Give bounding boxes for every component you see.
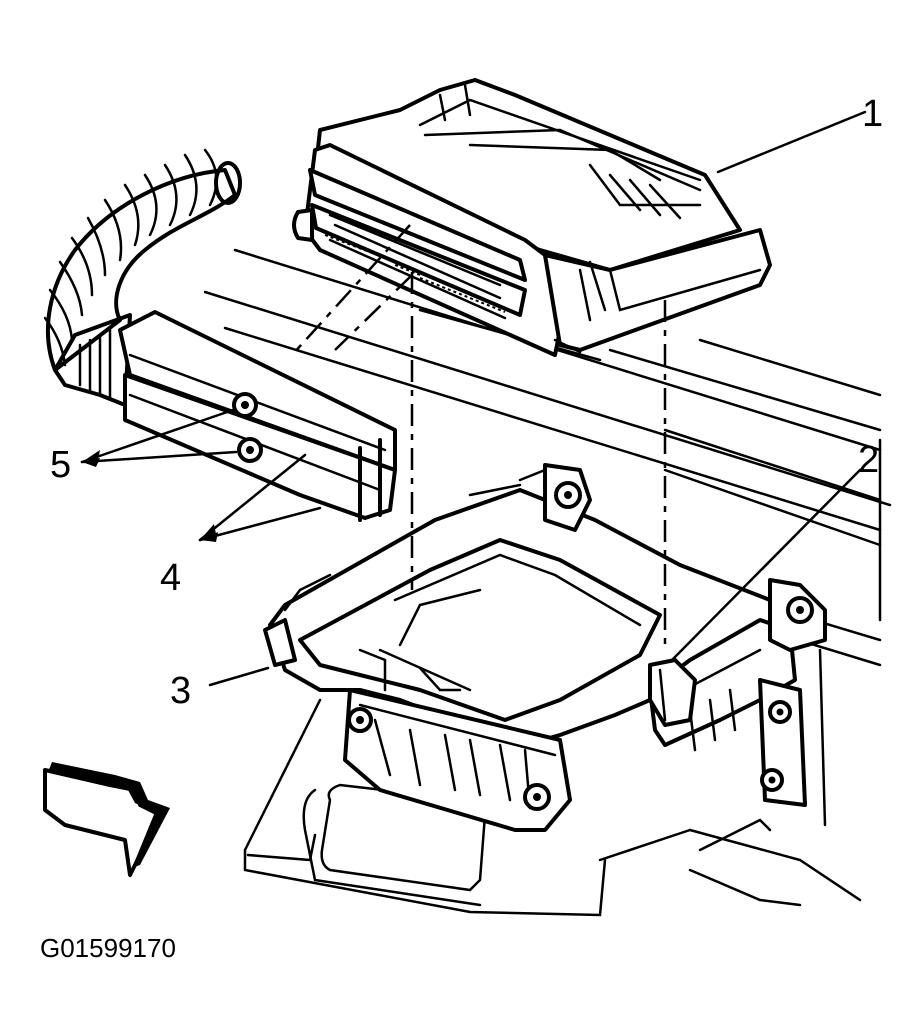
- ecm-module: [292, 78, 772, 357]
- callout-2: 2: [858, 439, 879, 481]
- callout-5: 5: [50, 444, 71, 486]
- callout-1: 1: [862, 93, 883, 135]
- ecm-mounting-bracket: [263, 463, 827, 832]
- alignment-lines: [291, 224, 667, 650]
- callout-4: 4: [160, 557, 181, 599]
- harness-connectors: [118, 310, 397, 522]
- callout-leaders: [80, 110, 867, 687]
- body-panel: [203, 248, 892, 917]
- front-direction-arrow-icon: [43, 762, 170, 877]
- callout-3: 3: [170, 670, 191, 712]
- wiring-harness-conduit: [43, 148, 242, 407]
- figure-id: G01599170: [40, 933, 176, 963]
